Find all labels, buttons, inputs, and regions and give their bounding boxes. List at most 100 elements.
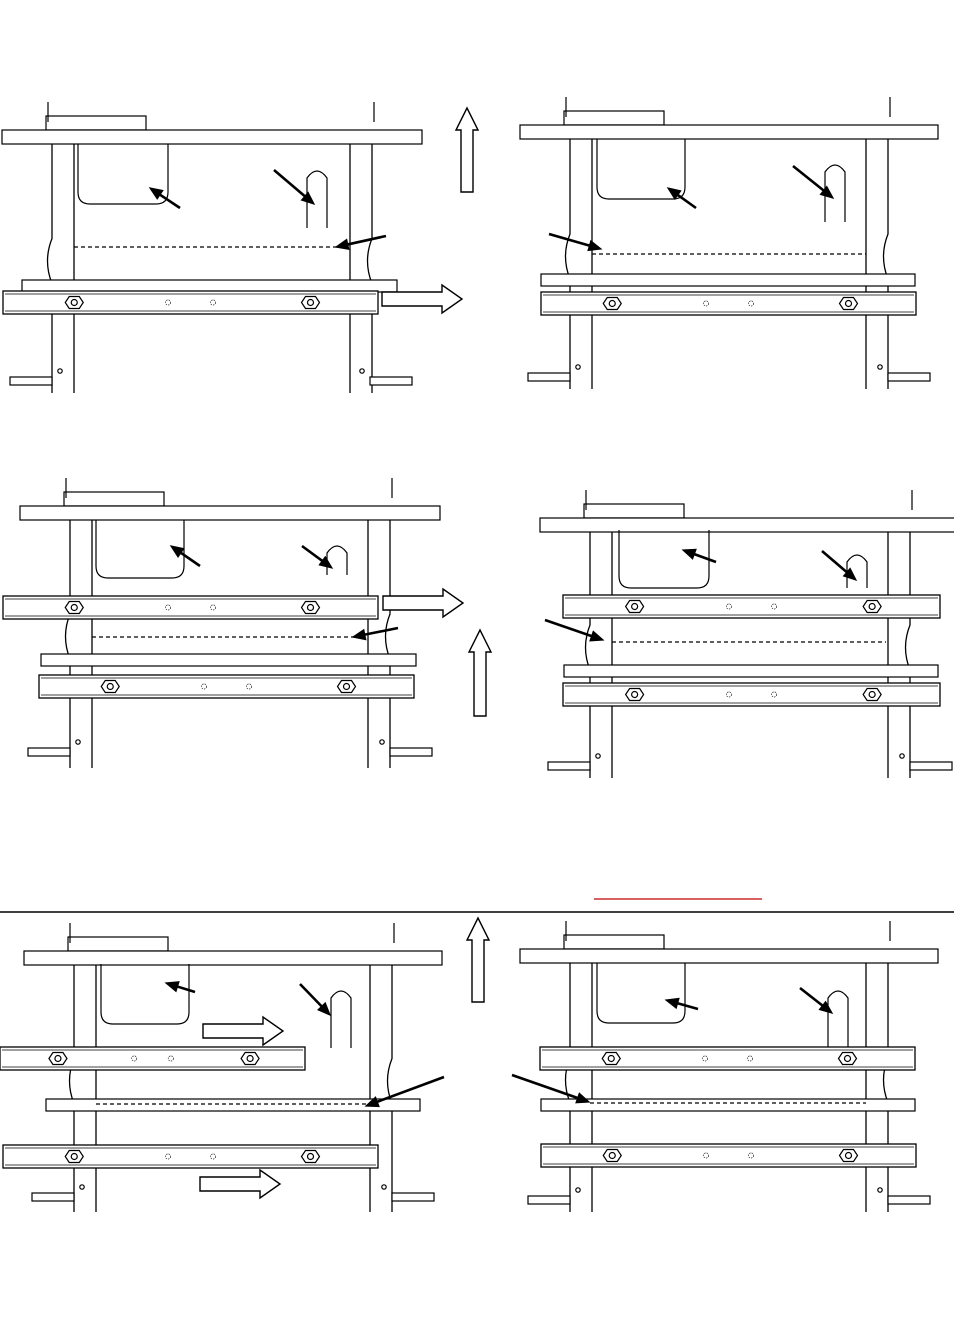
panel-step-3-before <box>0 918 489 1212</box>
bolt-hole <box>869 604 875 610</box>
bolt-icon <box>338 681 356 693</box>
rail-body <box>563 595 940 618</box>
rail <box>39 675 414 698</box>
pin <box>576 365 580 369</box>
rail-hole <box>703 1153 708 1158</box>
bolt-icon <box>863 601 881 613</box>
bolt-hole <box>609 301 615 307</box>
pointer-head <box>666 998 679 1008</box>
arrow-right-outline-icon <box>383 589 463 617</box>
left-post <box>566 963 571 1212</box>
top-plate <box>2 130 422 144</box>
left-post <box>586 532 591 778</box>
pointer-head <box>353 630 366 640</box>
crossbar-window <box>619 530 709 588</box>
arrow-up-outline-icon <box>456 108 478 192</box>
pointer-head <box>150 188 163 199</box>
bolt-hole <box>308 300 314 306</box>
rail-hole <box>748 301 753 306</box>
rail-hole <box>747 1056 752 1061</box>
pointer-head <box>588 241 601 251</box>
rail <box>540 1047 915 1070</box>
right-post <box>884 139 889 389</box>
foot <box>370 377 412 385</box>
pointer-shaft <box>274 170 305 196</box>
bolt-hole <box>846 1153 852 1159</box>
rail-hole <box>210 605 215 610</box>
right-post <box>884 963 889 1212</box>
pointer-arrow-icon <box>822 551 856 580</box>
pin <box>576 1188 580 1192</box>
pointer-arrow-icon <box>793 166 833 198</box>
panel-step-1-before <box>2 102 478 393</box>
bolt-hole <box>107 684 113 690</box>
rail-hole <box>726 692 731 697</box>
arrow-right-outline-icon <box>203 1017 283 1045</box>
top-cap <box>68 937 168 951</box>
rail-body <box>540 1047 915 1070</box>
rail-body <box>563 683 940 706</box>
bolt-hole <box>71 1154 77 1160</box>
pin <box>76 740 80 744</box>
pointer-arrow-icon <box>353 628 398 640</box>
pointer-shaft <box>694 554 716 562</box>
pointer-shaft <box>302 546 322 561</box>
rail-hole <box>210 300 215 305</box>
pointer-head <box>683 549 696 558</box>
pointer-head <box>590 631 603 640</box>
top-cap <box>584 504 684 518</box>
pin <box>80 1185 84 1189</box>
rail <box>563 595 940 618</box>
panel-step-2-after <box>540 490 954 778</box>
bolt-icon <box>302 1151 320 1163</box>
pin <box>360 369 364 373</box>
pointer-head <box>668 188 681 199</box>
panel-step-1-after <box>520 97 938 389</box>
pointer-shaft <box>793 166 824 191</box>
foot <box>28 748 70 756</box>
rail <box>0 1047 305 1070</box>
foot <box>392 1193 434 1201</box>
pin <box>900 754 904 758</box>
right-post <box>386 520 391 768</box>
bolt-icon <box>302 602 320 614</box>
pin <box>596 754 600 758</box>
bolt-icon <box>65 1151 83 1163</box>
rail <box>3 1145 378 1168</box>
rail-body <box>3 1145 378 1168</box>
top-cap <box>64 492 164 506</box>
rail-body <box>541 1144 916 1167</box>
bolt-icon <box>840 1150 858 1162</box>
pointer-arrow-icon <box>545 620 603 641</box>
bolt-hole <box>308 1154 314 1160</box>
pin <box>382 1185 386 1189</box>
pointer-arrow-icon <box>549 234 601 250</box>
pin <box>878 1188 882 1192</box>
foot <box>390 748 432 756</box>
top-cap <box>564 935 664 949</box>
rail <box>3 291 378 314</box>
bolt-hole <box>632 692 638 698</box>
bolt-hole <box>55 1056 61 1062</box>
bolt-hole <box>845 1056 851 1062</box>
rail <box>3 596 378 619</box>
pointer-head <box>171 546 184 557</box>
bolt-hole <box>846 301 852 307</box>
pointer-arrow-icon <box>274 170 314 204</box>
foot <box>548 762 590 770</box>
pointer-shaft <box>800 988 823 1006</box>
rail <box>541 292 916 315</box>
pointer-shaft <box>678 1003 698 1009</box>
rail-hole <box>246 684 251 689</box>
pointer-arrow-icon <box>800 988 832 1013</box>
bolt-icon <box>101 681 119 693</box>
bolt-hole <box>247 1056 253 1062</box>
bolt-hole <box>869 692 875 698</box>
crossbar-window <box>101 964 189 1024</box>
foot <box>888 1196 930 1204</box>
bolt-icon <box>603 298 621 310</box>
left-post <box>48 144 53 393</box>
pointer-shaft <box>822 551 847 572</box>
left-post <box>70 965 75 1212</box>
top-plate <box>540 518 954 532</box>
